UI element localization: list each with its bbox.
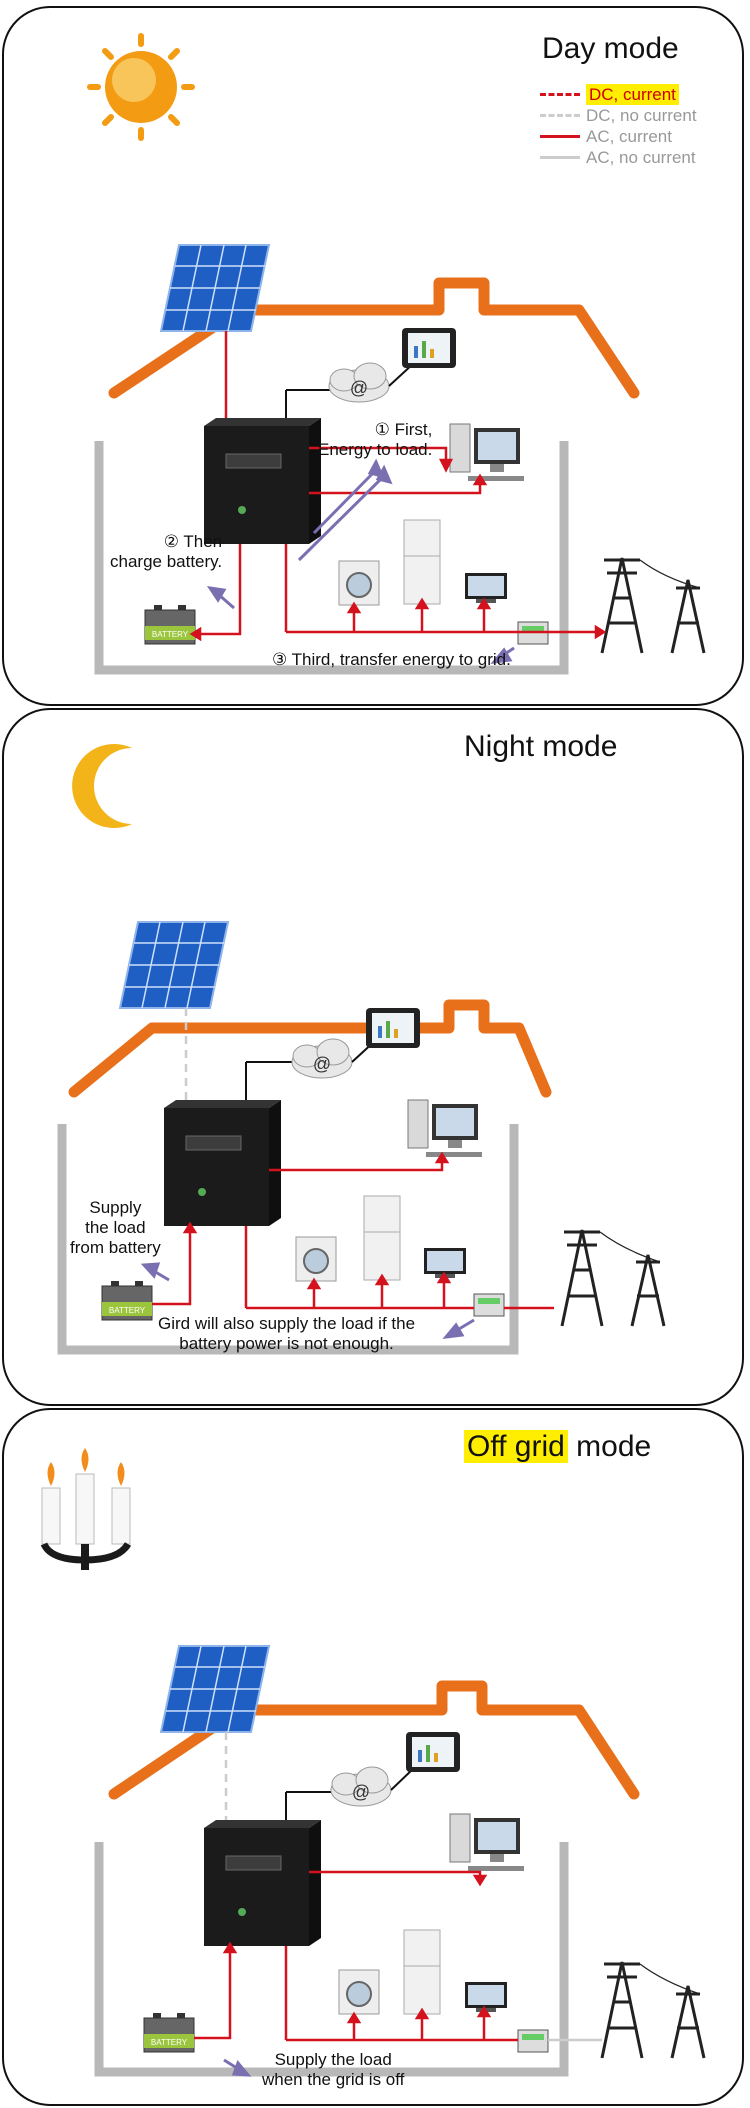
day-diagram: @ bbox=[87, 33, 706, 675]
legend: DC, current DC, no current AC, current A… bbox=[540, 84, 697, 168]
offgrid-diagram: @ bbox=[40, 1448, 706, 2077]
svg-text:BATTERY: BATTERY bbox=[109, 1306, 146, 1315]
note-supply-from-battery: Supply the load from battery bbox=[70, 1198, 161, 1257]
legend-item-ac-current: AC, current bbox=[540, 126, 697, 147]
solar-panel-icon bbox=[118, 921, 230, 1009]
washing-machine-icon bbox=[295, 1236, 337, 1282]
house-wall bbox=[94, 441, 569, 675]
battery-icon: BATTERY bbox=[101, 1281, 153, 1321]
meter-icon bbox=[473, 1293, 505, 1317]
legend-item-dc-no-current: DC, no current bbox=[540, 105, 697, 126]
meter-icon bbox=[517, 2029, 549, 2053]
refrigerator-icon bbox=[403, 519, 441, 605]
tv-icon bbox=[465, 1982, 507, 2012]
svg-text:@: @ bbox=[350, 378, 368, 398]
legend-item-ac-no-current: AC, no current bbox=[540, 147, 697, 168]
candle-icon bbox=[40, 1448, 132, 1570]
offgrid-mode-panel: @ bbox=[2, 1408, 744, 2106]
moon-icon bbox=[72, 744, 132, 828]
computer-icon bbox=[449, 1813, 524, 1871]
inverter-icon bbox=[204, 418, 321, 544]
battery-icon: BATTERY bbox=[144, 605, 196, 645]
washing-machine-icon bbox=[338, 1969, 380, 2015]
house-wall bbox=[57, 1124, 519, 1355]
cloud-internet-icon: @ bbox=[291, 1038, 353, 1079]
day-mode-panel: @ bbox=[2, 6, 744, 706]
legend-item-dc-current: DC, current bbox=[540, 84, 697, 105]
house-roof bbox=[108, 1680, 640, 1800]
cloud-internet-icon: @ bbox=[330, 1766, 392, 1807]
tablet-icon bbox=[366, 1008, 420, 1048]
cloud-internet-icon: @ bbox=[328, 362, 390, 403]
night-mode-panel: @ bbox=[2, 708, 744, 1406]
svg-text:BATTERY: BATTERY bbox=[151, 2038, 188, 2047]
refrigerator-icon bbox=[403, 1929, 441, 2015]
offgrid-mode-title: Off grid mode bbox=[464, 1430, 651, 1464]
inverter-icon bbox=[204, 1820, 321, 1946]
svg-text:@: @ bbox=[352, 1782, 370, 1802]
power-tower-icon bbox=[560, 1229, 666, 1327]
note-third-transfer-to-grid: ③ Third, transfer energy to grid. bbox=[272, 650, 511, 669]
note-first-energy-to-load: ① First, Energy to load. bbox=[318, 420, 433, 459]
house-roof bbox=[68, 999, 552, 1098]
refrigerator-icon bbox=[363, 1195, 401, 1281]
tablet-icon bbox=[406, 1732, 460, 1772]
solar-panel-icon bbox=[159, 244, 271, 332]
day-mode-title: Day mode bbox=[542, 32, 679, 65]
house-wall bbox=[94, 1842, 569, 2077]
power-tower-icon bbox=[600, 557, 706, 654]
sun-icon bbox=[87, 33, 195, 141]
washing-machine-icon bbox=[338, 560, 380, 606]
offgrid-title-highlight: Off grid bbox=[464, 1430, 568, 1463]
note-grid-supplies-load: Gird will also supply the load if the ba… bbox=[158, 1314, 416, 1353]
offgrid-title-rest: mode bbox=[567, 1430, 652, 1463]
computer-icon bbox=[449, 423, 524, 481]
note-then-charge-battery: ② Then charge battery. bbox=[110, 532, 223, 571]
inverter-icon bbox=[164, 1100, 281, 1226]
night-mode-title: Night mode bbox=[464, 730, 618, 763]
tv-icon bbox=[465, 573, 507, 603]
svg-text:BATTERY: BATTERY bbox=[152, 630, 189, 639]
house-roof bbox=[108, 277, 640, 399]
computer-icon bbox=[407, 1099, 482, 1157]
svg-text:@: @ bbox=[313, 1054, 331, 1074]
tablet-icon bbox=[402, 328, 456, 368]
power-tower-icon bbox=[600, 1961, 706, 2059]
battery-icon: BATTERY bbox=[143, 2013, 195, 2053]
solar-panel-icon bbox=[159, 1645, 271, 1733]
note-supply-when-grid-off: Supply the load when the grid is off bbox=[262, 2050, 405, 2089]
night-diagram: @ bbox=[57, 744, 666, 1355]
